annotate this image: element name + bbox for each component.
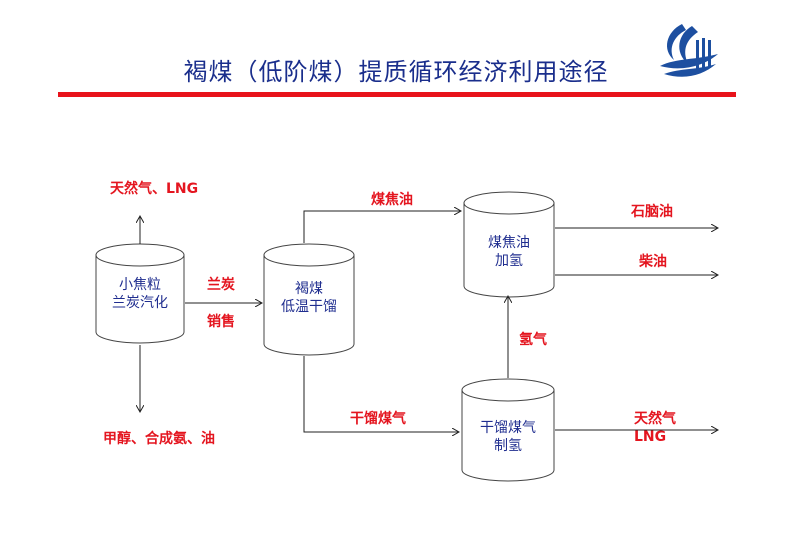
label-diesel: 柴油 bbox=[639, 254, 667, 270]
node-small-coke: 小焦粒 兰炭汽化 bbox=[112, 277, 168, 311]
page-title: 褐煤（低阶煤）提质循环经济利用途径 bbox=[183, 58, 609, 86]
label-dry-distillation-gas: 干馏煤气 bbox=[350, 411, 406, 427]
company-logo-icon bbox=[660, 24, 718, 77]
cylinder-lignite-drying bbox=[263, 243, 355, 356]
label-hydrogen: 氢气 bbox=[519, 332, 547, 348]
flow-arrows bbox=[140, 211, 718, 432]
cylinder-tar-hydro bbox=[463, 191, 555, 298]
label-lan-charcoal: 兰炭 bbox=[207, 277, 235, 293]
node-lignite-drying: 褐煤 低温干馏 bbox=[281, 281, 337, 315]
label-natural-gas-lng-right: 天然气 LNG bbox=[634, 411, 676, 445]
cylinder-gas-hydrogen bbox=[461, 378, 555, 482]
node-tar-hydro: 煤焦油 加氢 bbox=[488, 235, 530, 269]
label-methanol-ammonia-oil: 甲醇、合成氨、油 bbox=[103, 431, 215, 447]
label-natural-gas-lng-top: 天然气、LNG bbox=[110, 181, 199, 197]
node-gas-hydrogen: 干馏煤气 制氢 bbox=[480, 420, 536, 454]
title-rule bbox=[58, 92, 736, 97]
cylinder-small-coke bbox=[95, 243, 185, 344]
label-coal-tar: 煤焦油 bbox=[371, 192, 413, 208]
label-sales: 销售 bbox=[207, 314, 235, 330]
label-naphtha: 石脑油 bbox=[631, 204, 673, 220]
